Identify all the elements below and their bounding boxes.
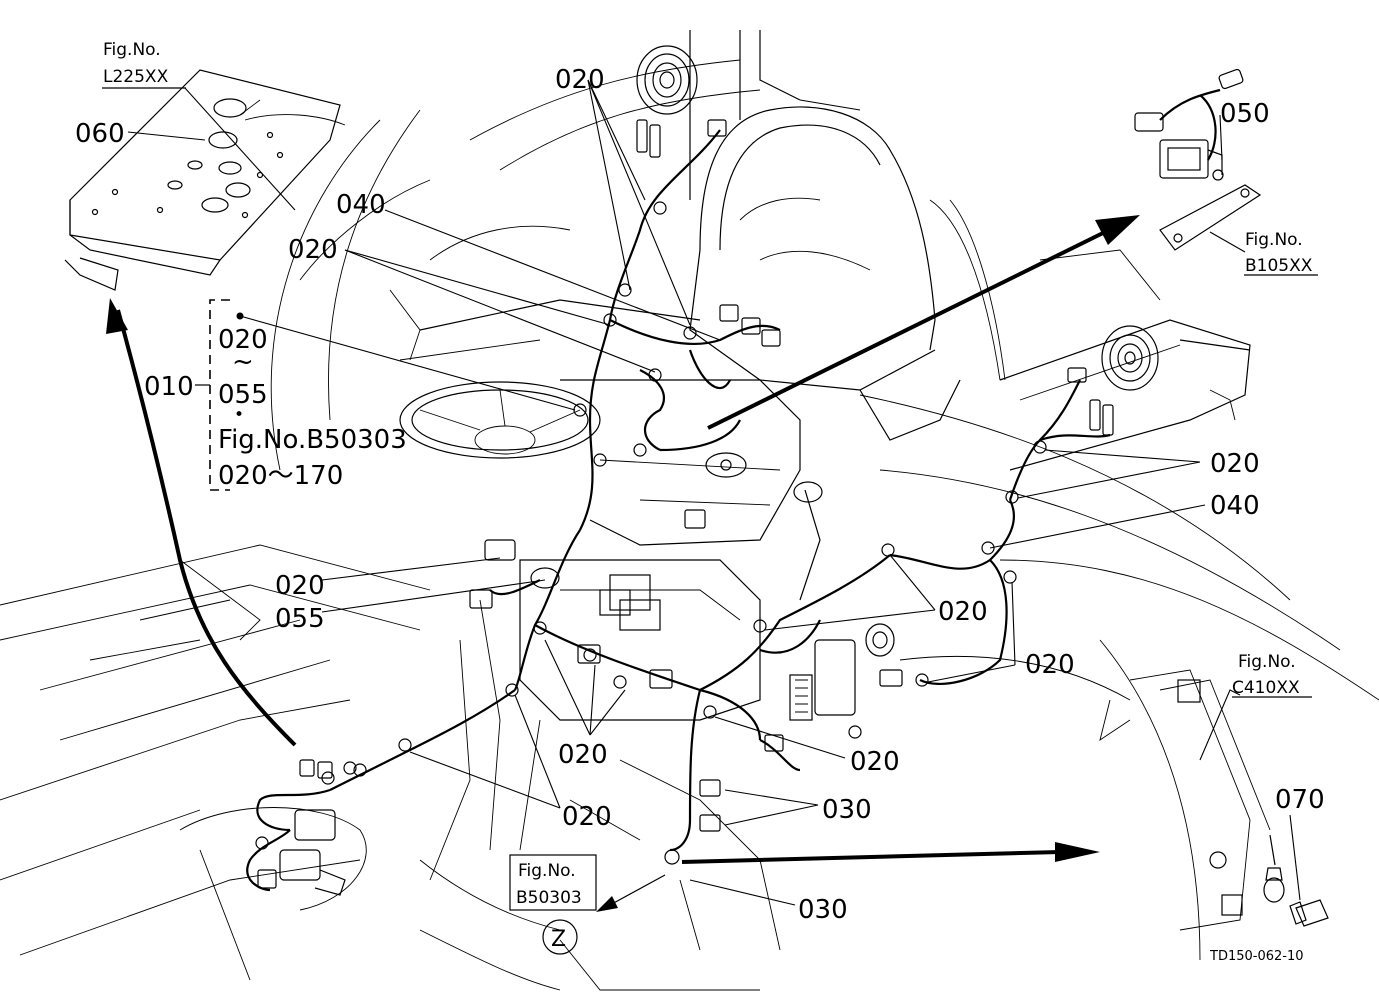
label-fig-no-2: Fig.No.	[1245, 230, 1303, 250]
panel-l225-detail	[64, 69, 346, 291]
label-range-dot: •	[234, 405, 244, 425]
label-part-055: 055	[275, 604, 325, 634]
label-range-020-170: 020～170	[218, 461, 343, 491]
label-ref-c410: C410XX	[1232, 678, 1300, 698]
label-part-010: 010	[144, 372, 194, 402]
group-bracket	[195, 299, 244, 491]
label-part-060: 060	[75, 119, 125, 149]
label-range-tilde: ~	[232, 347, 254, 377]
view-marker-z	[542, 919, 578, 955]
horn-right	[1089, 325, 1159, 436]
label-part-020-f: 020	[1025, 650, 1075, 680]
label-part-070: 070	[1275, 785, 1325, 815]
label-range-start: 020	[218, 325, 268, 355]
label-fig-ref-b50303: Fig.No.B50303	[218, 425, 407, 455]
label-part-020-a: 020	[555, 65, 605, 95]
label-ref-l225: L225XX	[103, 67, 169, 87]
label-part-020-e: 020	[938, 597, 988, 627]
label-part-040-b: 040	[1210, 491, 1260, 521]
harness-clamps	[353, 201, 1047, 777]
tractor-body-outline	[0, 30, 1379, 991]
label-fig-no-1: Fig.No.	[103, 40, 161, 60]
routing-arrows	[106, 215, 1140, 912]
label-range-end: 055	[218, 380, 268, 410]
label-ref-b50303: B50303	[516, 888, 582, 908]
fig-box-b50303	[509, 854, 597, 911]
label-fig-no-3: Fig.No.	[1238, 652, 1296, 672]
part-labels: Fig.No. L225XX 060 020 040 020 010 020 ~…	[75, 40, 1325, 964]
label-part-030-b: 030	[798, 895, 848, 925]
label-fig-no-4: Fig.No.	[518, 861, 576, 881]
label-part-040-a: 040	[336, 190, 386, 220]
harness-components	[255, 119, 1087, 896]
label-part-030-a: 030	[822, 795, 872, 825]
wiring-harness	[246, 129, 1111, 892]
drawing-code: TD150-062-10	[1209, 949, 1304, 964]
ground-terminal-070	[1263, 834, 1329, 927]
leader-lines	[127, 79, 1301, 906]
label-part-020-g: 020	[558, 740, 608, 770]
label-view-z: Z	[551, 927, 566, 952]
label-part-020-b: 020	[288, 235, 338, 265]
label-part-020-d: 020	[275, 571, 325, 601]
label-part-020-i: 020	[562, 802, 612, 832]
label-part-020-h: 020	[850, 747, 900, 777]
connector-b105-detail	[1134, 68, 1262, 251]
label-part-020-c: 020	[1210, 449, 1260, 479]
label-ref-b105: B105XX	[1245, 256, 1313, 276]
horn-top	[636, 45, 698, 158]
label-part-050: 050	[1220, 99, 1270, 129]
